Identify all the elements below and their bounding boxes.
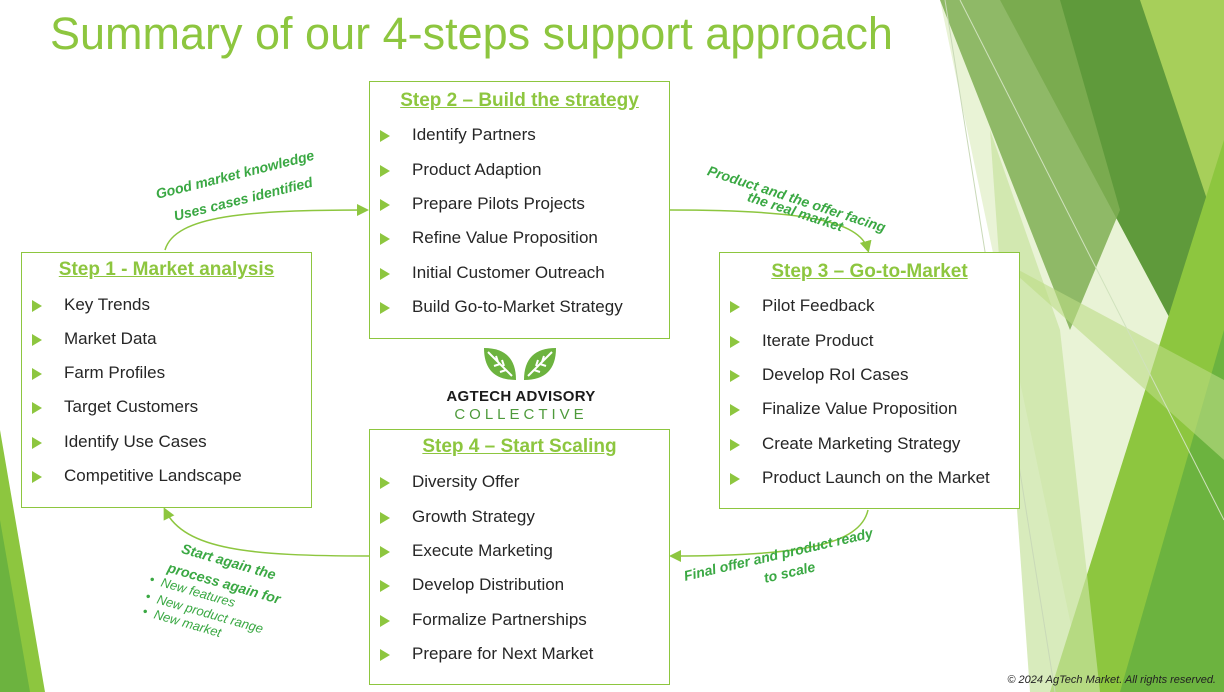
bg-facet-left bbox=[0, 520, 30, 692]
bullet-icon bbox=[380, 546, 390, 558]
bullet-icon bbox=[32, 437, 42, 449]
leaf-logo-icon bbox=[484, 348, 556, 380]
step-2-title: Step 2 – Build the strategy bbox=[400, 90, 639, 111]
list-item: Create Marketing Strategy bbox=[720, 434, 1019, 458]
bullet-icon bbox=[380, 199, 390, 211]
step-4-box: Step 4 – Start Scaling Diversity Offer G… bbox=[369, 429, 670, 685]
bullet-icon bbox=[380, 268, 390, 280]
list-item: Prepare for Next Market bbox=[370, 644, 669, 668]
bg-facet bbox=[1140, 0, 1224, 250]
list-item: Identify Partners bbox=[370, 125, 669, 149]
list-item: Refine Value Proposition bbox=[370, 228, 669, 252]
list-item: Product Adaption bbox=[370, 160, 669, 184]
list-item: Formalize Partnerships bbox=[370, 610, 669, 634]
list-item: Execute Marketing bbox=[370, 541, 669, 565]
bullet-icon bbox=[380, 165, 390, 177]
list-item: Farm Profiles bbox=[22, 363, 311, 387]
bullet-icon bbox=[730, 301, 740, 313]
bullet-icon bbox=[32, 334, 42, 346]
step-3-title: Step 3 – Go-to-Market bbox=[771, 261, 968, 282]
bullet-icon bbox=[380, 615, 390, 627]
bullet-icon bbox=[380, 477, 390, 489]
list-item: Finalize Value Proposition bbox=[720, 399, 1019, 423]
list-item: Iterate Product bbox=[720, 331, 1019, 355]
page-title: Summary of our 4-steps support approach bbox=[50, 8, 893, 59]
bullet-icon bbox=[32, 471, 42, 483]
bullet-icon bbox=[730, 473, 740, 485]
list-item: Competitive Landscape bbox=[22, 466, 311, 490]
bullet-icon bbox=[32, 368, 42, 380]
list-item: Identify Use Cases bbox=[22, 432, 311, 456]
list-item: Market Data bbox=[22, 329, 311, 353]
bullet-icon bbox=[380, 302, 390, 314]
logo-line-1: AGTECH ADVISORY bbox=[446, 388, 596, 405]
bullet-icon bbox=[32, 402, 42, 414]
bullet-icon bbox=[730, 404, 740, 416]
bullet-icon bbox=[380, 233, 390, 245]
bullet-icon bbox=[730, 336, 740, 348]
list-item: Growth Strategy bbox=[370, 507, 669, 531]
copyright-footer: © 2024 AgTech Market. All rights reserve… bbox=[1007, 674, 1216, 686]
list-item: Product Launch on the Market bbox=[720, 468, 1019, 492]
bullet-icon bbox=[380, 649, 390, 661]
list-item: Diversity Offer bbox=[370, 472, 669, 496]
logo-line-2: COLLECTIVE bbox=[454, 406, 588, 423]
bullet-icon bbox=[32, 300, 42, 312]
bullet-icon bbox=[380, 130, 390, 142]
list-item: Pilot Feedback bbox=[720, 296, 1019, 320]
list-item: Target Customers bbox=[22, 397, 311, 421]
list-item: Develop Distribution bbox=[370, 575, 669, 599]
agtech-logo: AGTECH ADVISORY COLLECTIVE bbox=[438, 344, 604, 424]
list-item: Key Trends bbox=[22, 295, 311, 319]
list-item: Build Go-to-Market Strategy bbox=[370, 297, 669, 321]
bullet-icon bbox=[730, 370, 740, 382]
arrow-step2-to-step3 bbox=[669, 209, 872, 253]
list-item: Prepare Pilots Projects bbox=[370, 194, 669, 218]
bullet-icon bbox=[380, 512, 390, 524]
step-1-box: Step 1 - Market analysis Key Trends Mark… bbox=[21, 252, 312, 508]
step-3-box: Step 3 – Go-to-Market Pilot Feedback Ite… bbox=[719, 252, 1020, 509]
arrow-step4-to-step1 bbox=[163, 507, 371, 557]
step-2-box: Step 2 – Build the strategy Identify Par… bbox=[369, 81, 670, 339]
list-item: Develop RoI Cases bbox=[720, 365, 1019, 389]
bullet-icon bbox=[380, 580, 390, 592]
bg-line bbox=[959, 0, 1224, 521]
bullet-icon bbox=[730, 439, 740, 451]
list-item: Initial Customer Outreach bbox=[370, 263, 669, 287]
arrow-step3-to-step4 bbox=[669, 509, 869, 562]
arrow-step1-to-step2 bbox=[164, 204, 369, 251]
bg-facet bbox=[940, 0, 1120, 330]
step-4-title: Step 4 – Start Scaling bbox=[422, 436, 617, 457]
step-1-title: Step 1 - Market analysis bbox=[58, 259, 275, 280]
